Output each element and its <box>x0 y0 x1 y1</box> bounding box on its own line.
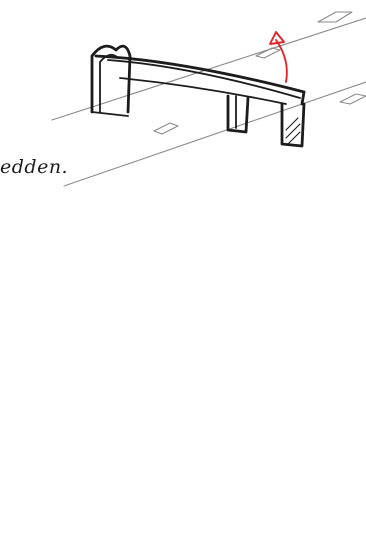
lane-marking <box>318 12 352 22</box>
handwritten-note: edden. <box>0 156 68 178</box>
lane-marking <box>154 123 178 134</box>
red-arrowhead <box>270 32 284 44</box>
lane-marking <box>340 94 366 104</box>
road-edge-line <box>64 82 366 186</box>
bench <box>92 46 304 146</box>
panel-bench <box>52 12 366 186</box>
